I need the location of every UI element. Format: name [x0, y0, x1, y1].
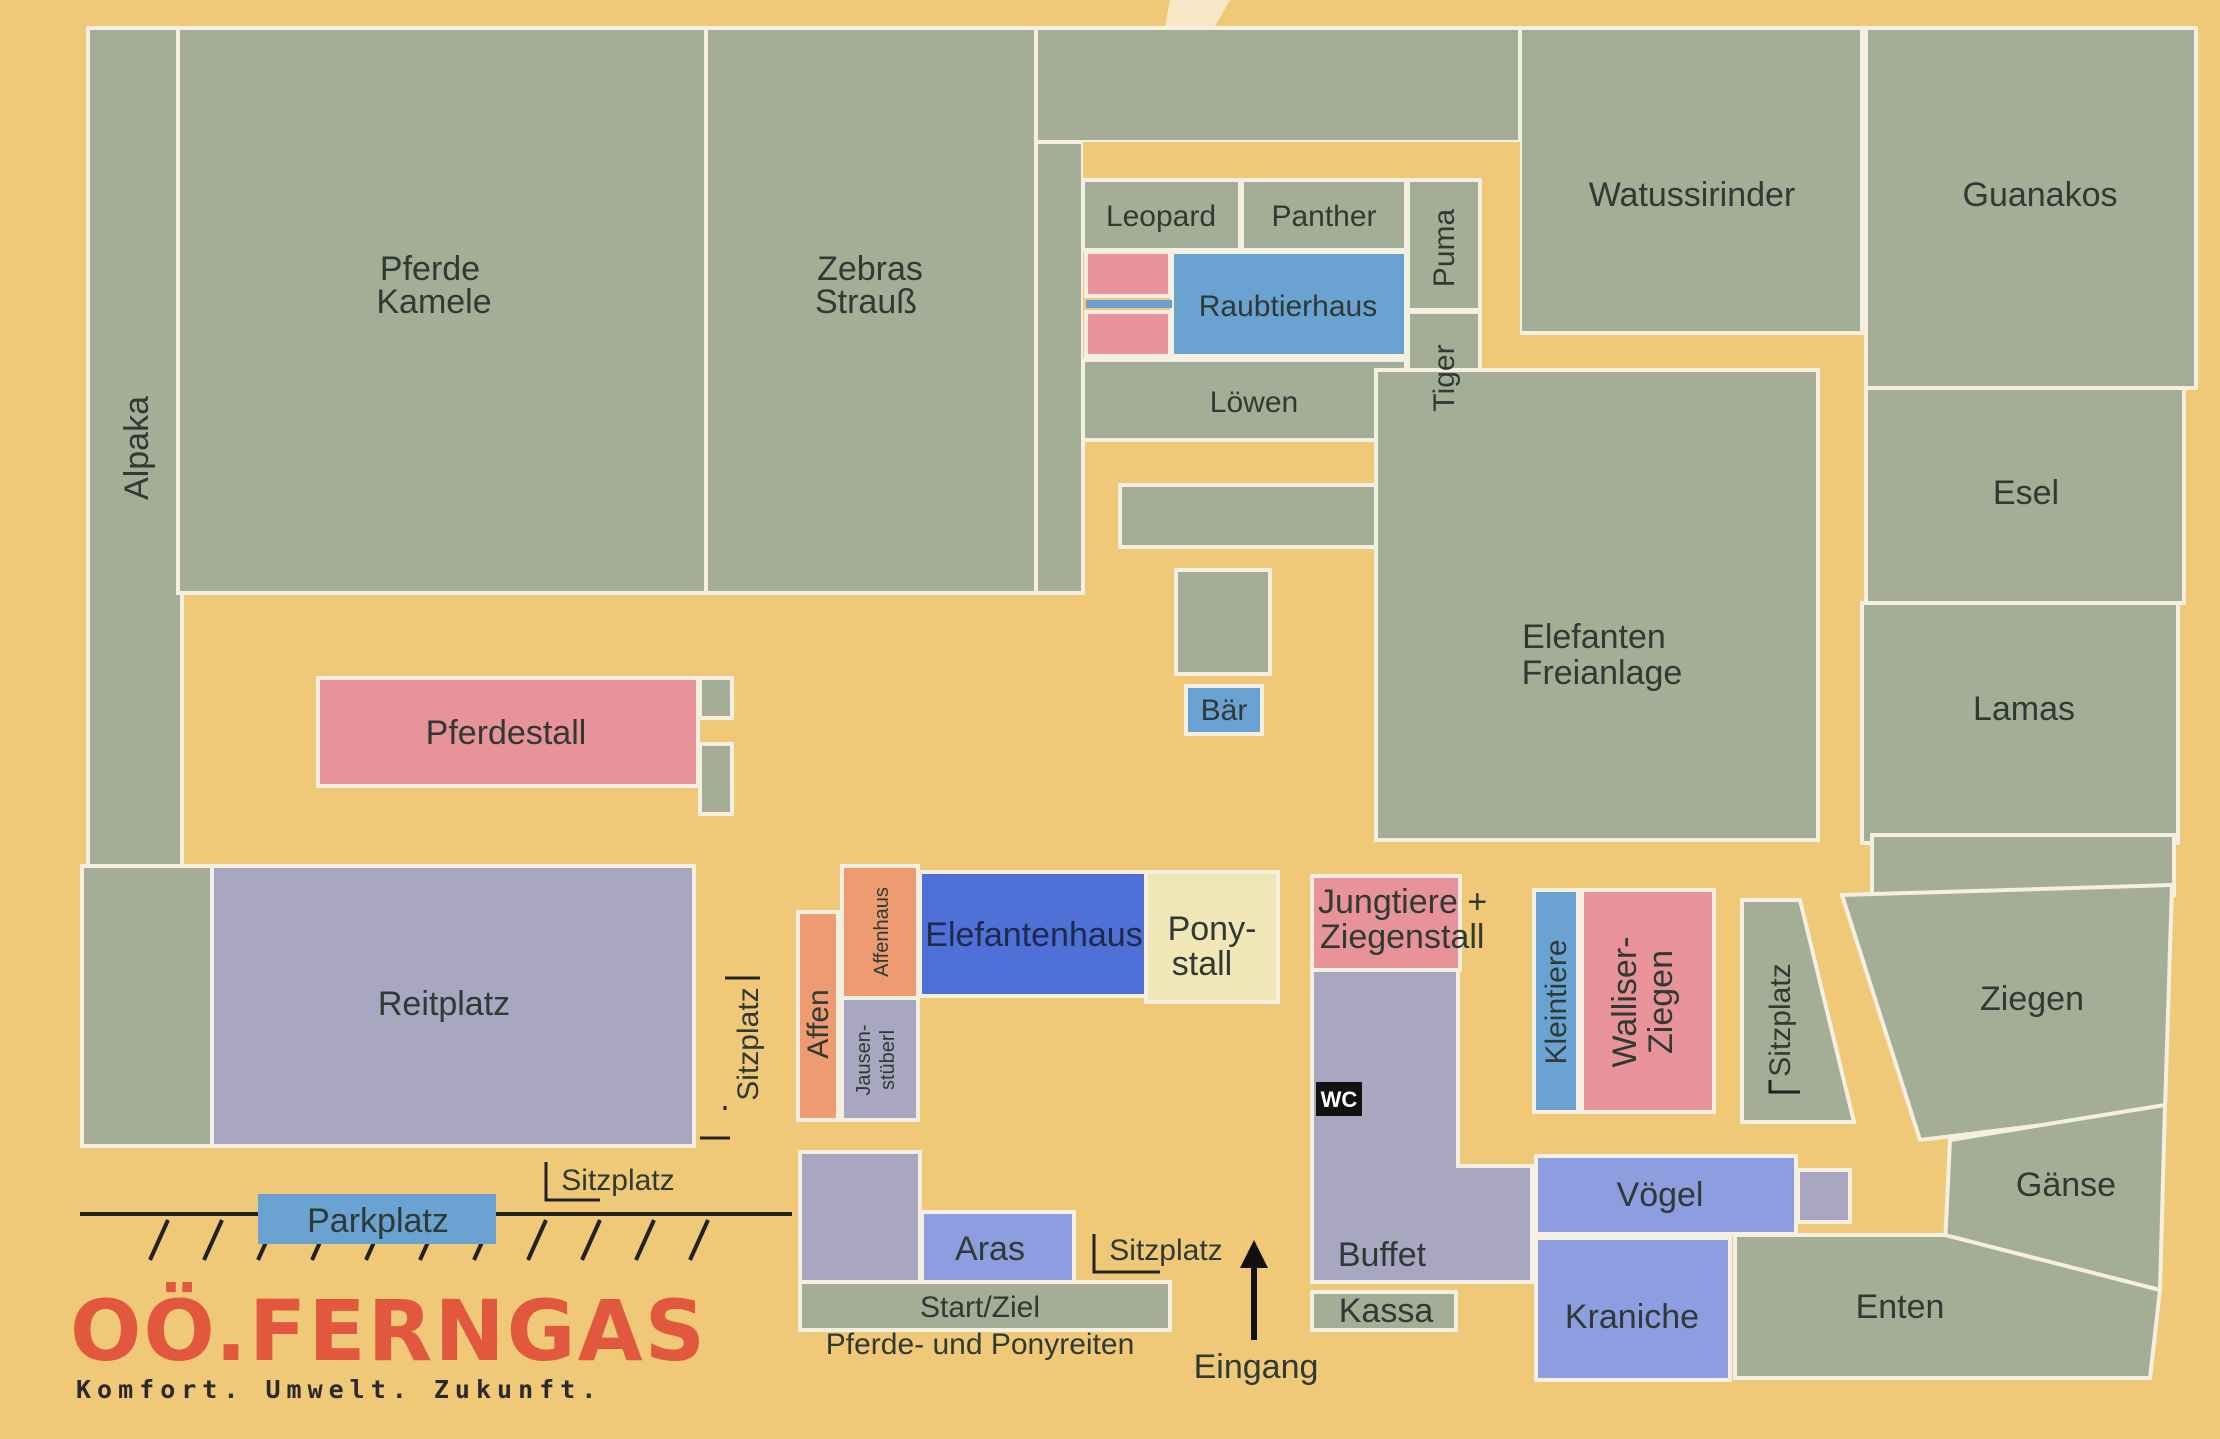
building-kassa	[1310, 1290, 1458, 1332]
label-stueberl: stüberl	[877, 1030, 899, 1090]
label-esel: Esel	[1993, 474, 2059, 512]
pferdestall-box-1	[698, 676, 734, 720]
building-kraniche	[1534, 1236, 1732, 1382]
building-jungtiere-ziegenstall	[1310, 874, 1462, 972]
label-freianlage: Freianlage	[1522, 654, 1683, 692]
enclosure-zebras-strauss	[704, 26, 1040, 595]
label-leopard: Leopard	[1106, 200, 1216, 233]
path-top-notch	[1165, 0, 1230, 26]
enclosure-guanakos	[1864, 26, 2198, 390]
label-buffet: Buffet	[1338, 1236, 1427, 1274]
label-aras: Aras	[955, 1230, 1025, 1268]
enclosure-sitzplatz-right	[1740, 898, 1857, 1124]
label-kamele: Kamele	[376, 283, 491, 321]
label-affenhaus: Affenhaus	[871, 887, 893, 977]
label-stall: stall	[1172, 945, 1232, 983]
enclosure-lamas	[1860, 601, 2180, 845]
label-ziegen: Ziegen	[1980, 980, 2084, 1018]
label-sitzplatz-left: Sitzplatz	[732, 987, 765, 1100]
enclosure-elefanten-freianlage	[1374, 368, 1820, 842]
building-buffet	[1310, 968, 1534, 1284]
label-baer: Bär	[1201, 694, 1248, 727]
enclosure-watussirinder	[1518, 26, 1864, 335]
label-gaense: Gänse	[2016, 1166, 2116, 1204]
area-start-ziel	[798, 1280, 1172, 1332]
building-pferdestall	[316, 676, 700, 788]
label-ziegenstall: Ziegenstall	[1320, 918, 1484, 956]
label-pferde: Pferde	[380, 250, 480, 288]
label-reitplatz: Reitplatz	[378, 985, 510, 1023]
building-kleintiere	[1532, 888, 1580, 1114]
label-jungtiere: Jungtiere +	[1318, 883, 1487, 921]
building-elefantenhaus	[918, 870, 1148, 998]
label-guanakos: Guanakos	[1963, 176, 2118, 214]
enclosure-center-strip	[1118, 483, 1378, 549]
label-zebras: Zebras	[817, 250, 923, 288]
label-kassa: Kassa	[1339, 1292, 1434, 1330]
label-sitzplatz-entrance: Sitzplatz	[1109, 1234, 1222, 1267]
sitzplatz-entrance-mark	[1092, 1234, 1160, 1274]
label-elefantenhaus: Elefantenhaus	[925, 916, 1142, 954]
label-pferde-ponyreiten: Pferde- und Ponyreiten	[826, 1328, 1135, 1361]
label-elefanten: Elefanten	[1522, 618, 1666, 656]
sitzplatz-parking-mark	[544, 1162, 600, 1202]
label-voegel: Vögel	[1617, 1176, 1704, 1214]
enclosure-baer-yard	[1174, 568, 1272, 676]
building-bottom-left	[798, 1150, 922, 1284]
enclosure-puma	[1406, 178, 1482, 312]
enclosure-left-bottom	[80, 864, 216, 1148]
building-aras	[920, 1210, 1076, 1286]
logo-brand: OÖ.FERNGAS	[70, 1282, 707, 1380]
building-jausenstueberl	[840, 996, 920, 1122]
stall-pink-2	[1084, 310, 1172, 358]
building-raubtierhaus	[1170, 250, 1408, 358]
label-walliser-ziegen: Ziegen	[1642, 950, 1680, 1054]
label-sitzplatz-parking: Sitzplatz	[561, 1164, 674, 1197]
enclosure-enten	[1733, 1233, 2163, 1380]
enclosure-leopard	[1081, 178, 1242, 252]
logo-tagline: Komfort. Umwelt. Zukunft.	[76, 1375, 602, 1404]
label-tiger: Tiger	[1428, 344, 1461, 411]
label-wc: WC	[1321, 1087, 1358, 1112]
label-enten: Enten	[1856, 1288, 1945, 1326]
raubtierhaus-connector	[1086, 300, 1172, 308]
enclosure-alpaka	[86, 26, 184, 870]
building-baer	[1184, 684, 1264, 736]
enclosure-loewen	[1081, 358, 1408, 442]
pferdestall-box-2	[698, 742, 734, 816]
building-ponystall	[1144, 870, 1280, 1004]
label-raubtierhaus: Raubtierhaus	[1199, 290, 1377, 323]
label-pferdestall: Pferdestall	[426, 714, 587, 752]
label-kleintiere: Kleintiere	[1540, 939, 1573, 1064]
sitzplatz-right-mark	[1768, 1080, 1800, 1094]
label-walliser: Walliser-	[1606, 937, 1644, 1068]
parkplatz-sign	[258, 1194, 496, 1244]
wc-box	[1316, 1082, 1362, 1116]
label-loewen: Löwen	[1210, 386, 1298, 419]
label-panther: Panther	[1271, 200, 1376, 233]
building-affen	[796, 910, 840, 1122]
label-watussirinder: Watussirinder	[1589, 176, 1796, 214]
label-jausen: Jausen-	[853, 1024, 875, 1095]
label-puma: Puma	[1428, 209, 1461, 288]
label-alpaka: Alpaka	[118, 396, 156, 500]
label-lamas: Lamas	[1973, 690, 2075, 728]
entrance-arrow-icon	[1240, 1240, 1268, 1268]
label-parkplatz: Parkplatz	[307, 1202, 449, 1240]
label-kraniche: Kraniche	[1565, 1298, 1699, 1336]
label-sitzplatz-right: Sitzplatz	[1764, 963, 1797, 1076]
building-walliser-ziegen	[1580, 888, 1716, 1114]
voegel-annex	[1796, 1168, 1852, 1224]
label-strauss: Strauß	[815, 283, 917, 321]
label-eingang: Eingang	[1194, 1348, 1319, 1386]
label-start-ziel: Start/Ziel	[920, 1291, 1040, 1324]
area-reitplatz	[210, 864, 696, 1148]
label-pony: Pony-	[1168, 910, 1257, 948]
stall-pink-1	[1084, 250, 1172, 298]
label-affen: Affen	[802, 989, 835, 1059]
